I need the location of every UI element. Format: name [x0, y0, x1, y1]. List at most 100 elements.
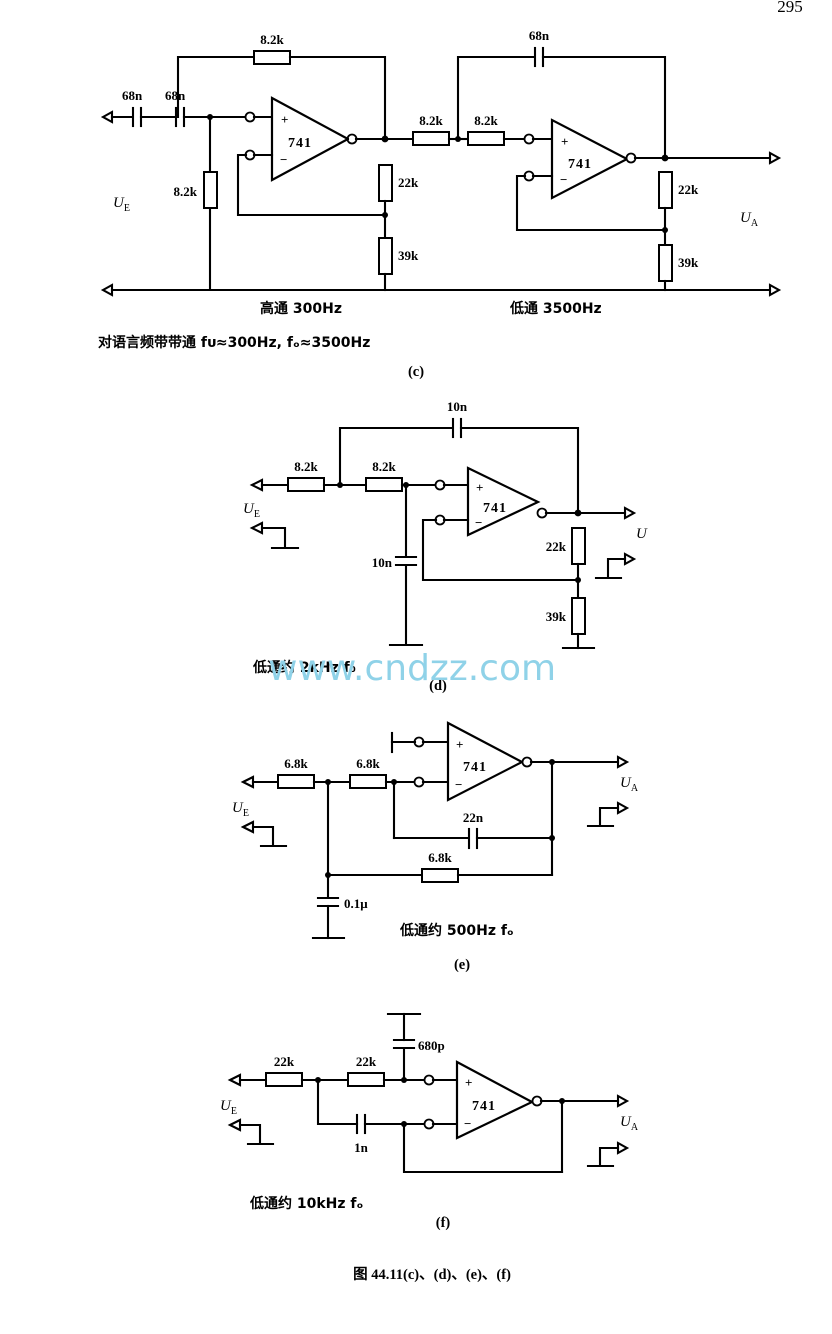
circuit-f: 22k 22k 680p 1n: [220, 1012, 639, 1231]
junction-node: [662, 227, 668, 233]
caption-f: 低通约 10kHz fₒ: [249, 1195, 363, 1212]
ground-terminal-d-out: [623, 552, 637, 566]
resistor-body: [378, 237, 393, 275]
junction-node: [575, 577, 581, 583]
wire: [606, 557, 627, 580]
ground-terminal-c-left: [100, 283, 114, 297]
opamp-label-f: 741: [472, 1099, 496, 1114]
opamp-label-1: 741: [288, 136, 312, 151]
opamp-label-2: 741: [568, 157, 592, 172]
resistor-body: [347, 1072, 385, 1087]
resistor-body: [421, 868, 459, 883]
circuit-c: 68n 68n 8.2k 8.2k + − 741: [98, 28, 782, 380]
component-label-c-68n-2: 68n: [165, 88, 186, 103]
wire-feedback-top: [176, 55, 255, 119]
input-label-f: UE: [220, 1098, 237, 1117]
opamp-minus-input: −: [464, 1116, 471, 1131]
resistor-body: [412, 131, 450, 146]
component-label-d-8k2-1: 8.2k: [294, 459, 318, 474]
resistor-body: [349, 774, 387, 789]
component-label-c-22k-1: 22k: [398, 175, 419, 190]
figure-caption: 图 44.11(c)、(d)、(e)、(f): [353, 1266, 511, 1283]
wire-feedback-inv: [236, 153, 387, 217]
opamp-label-d: 741: [483, 501, 507, 516]
resistor-body: [253, 50, 291, 65]
input-terminal-d: [249, 478, 264, 492]
resistor-body: [658, 171, 673, 209]
ground-terminal-d-in: [249, 521, 264, 535]
junction-node: [382, 212, 388, 218]
wire: [288, 55, 387, 139]
input-label-e: UE: [232, 800, 249, 819]
caption-e: 低通约 500Hz fₒ: [399, 922, 514, 939]
junction-node: [661, 154, 669, 162]
component-label-c-39k-1: 39k: [398, 248, 419, 263]
component-label-e-22n: 22n: [463, 810, 484, 825]
output-label-c: UA: [740, 210, 759, 229]
ground-terminal-e-out: [616, 801, 630, 815]
component-label-c-39k-2: 39k: [678, 255, 699, 270]
caption-c: 对语言频带带通 fᴜ≈300Hz, fₒ≈3500Hz: [98, 334, 370, 351]
wire: [541, 55, 667, 159]
opamp-minus-input: −: [280, 152, 287, 167]
sublabel-f: (f): [436, 1215, 451, 1231]
junction-node: [574, 509, 582, 517]
wire-feedback-inv-d: [421, 518, 580, 582]
sublabel-d: (d): [429, 678, 447, 694]
component-label-f-1n: 1n: [354, 1140, 369, 1155]
resistor-body: [277, 774, 315, 789]
wire: [598, 806, 620, 828]
ground-terminal-f-out: [616, 1141, 630, 1155]
junction-node: [549, 835, 555, 841]
opamp-plus-input: +: [561, 134, 568, 149]
junction-node: [549, 759, 555, 765]
wire-feedback-top-2: [456, 55, 536, 141]
component-label-d-22k: 22k: [546, 539, 567, 554]
resistor-body: [287, 477, 325, 492]
resistor-body: [378, 164, 393, 202]
output-terminal-c: [768, 151, 782, 165]
opamp-symbol-e: [446, 721, 525, 802]
resistor-body: [571, 527, 586, 565]
component-label-c-22k-2: 22k: [678, 182, 699, 197]
component-label-c-68n-fb: 68n: [529, 28, 550, 43]
opamp-label-e: 741: [463, 760, 487, 775]
opamp-minus-input: −: [560, 172, 567, 187]
junction-node: [559, 1098, 565, 1104]
component-label-c-68n-1: 68n: [122, 88, 143, 103]
output-terminal-f: [616, 1094, 630, 1108]
stage-label-lowpass: 低通 3500Hz: [509, 300, 602, 317]
opamp-symbol-f: [455, 1060, 535, 1140]
resistor-body: [467, 131, 505, 146]
junction-node: [381, 135, 389, 143]
sublabel-e: (e): [454, 957, 470, 973]
page-number: 295: [777, 0, 803, 16]
component-label-f-22k-2: 22k: [356, 1054, 377, 1069]
resistor-body: [203, 171, 218, 209]
component-label-e-6k8-fb: 6.8k: [428, 850, 452, 865]
junction-node: [325, 872, 331, 878]
input-terminal-c: [100, 110, 114, 124]
input-terminal-f: [227, 1073, 242, 1087]
wire: [459, 426, 580, 515]
resistor-body: [265, 1072, 303, 1087]
output-terminal-d: [623, 506, 637, 520]
ground-terminal-f-in: [227, 1118, 242, 1132]
circuit-d: 8.2k 10n 8.2k 10n + −: [243, 399, 648, 694]
component-label-d-8k2-2: 8.2k: [372, 459, 396, 474]
component-label-f-680p: 680p: [418, 1038, 445, 1053]
input-label-c: UE: [113, 195, 130, 214]
component-label-f-22k-1: 22k: [274, 1054, 295, 1069]
output-label-f: UA: [620, 1114, 639, 1133]
component-label-c-8k2-fb: 8.2k: [260, 32, 284, 47]
opamp-symbol-2: [550, 118, 630, 200]
wire-feedback-f: [402, 1122, 564, 1174]
wire: [238, 1123, 262, 1146]
resistor-body: [658, 244, 673, 282]
component-label-e-6k8-1: 6.8k: [284, 756, 308, 771]
stage-label-highpass: 高通 300Hz: [260, 300, 342, 317]
output-label-e: UA: [620, 775, 639, 794]
component-label-c-8k2-shunt: 8.2k: [174, 184, 198, 199]
